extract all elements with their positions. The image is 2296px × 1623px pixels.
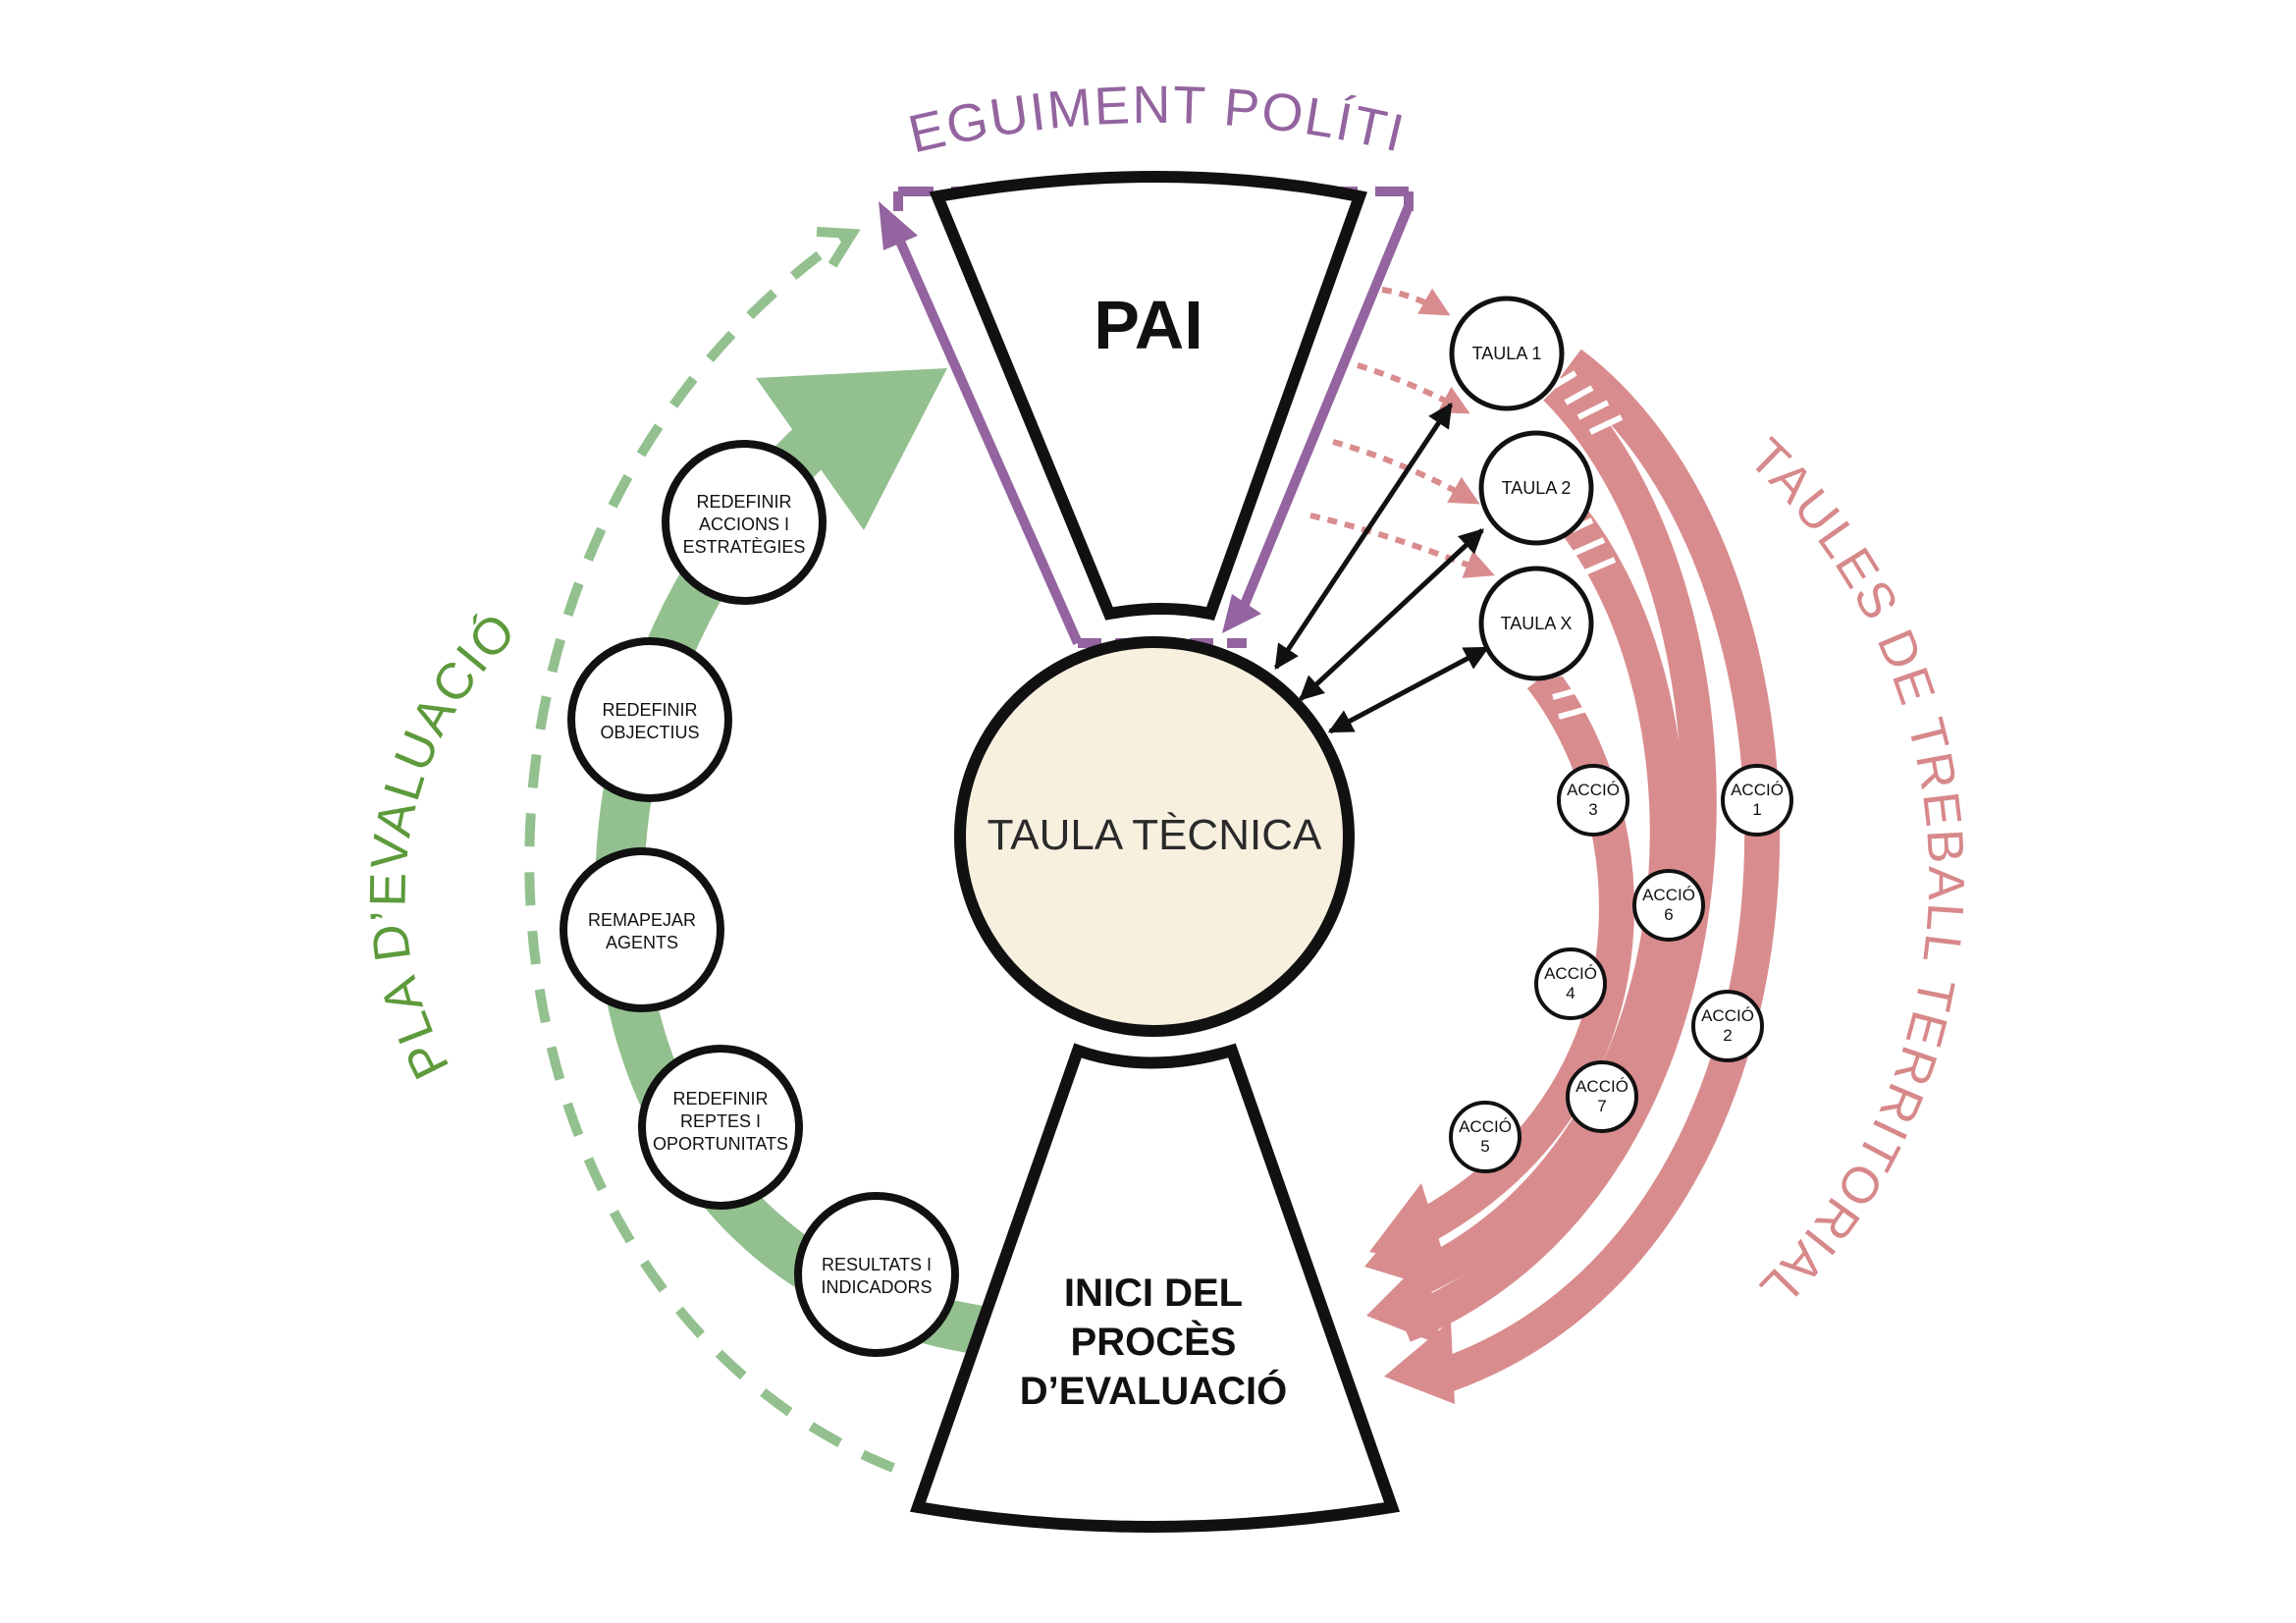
taula-tecnica-title: TAULA TÈCNICA bbox=[988, 811, 1322, 859]
accio-1-word: ACCIÓ bbox=[1731, 781, 1784, 799]
accio-7-word: ACCIÓ bbox=[1575, 1077, 1629, 1096]
accio-node: ACCIÓ 5 bbox=[1449, 1101, 1522, 1173]
taula-x-label: TAULA X bbox=[1501, 614, 1573, 633]
table-links bbox=[1273, 402, 1490, 734]
evaluation-step: RESULTATS I INDICADORS bbox=[794, 1192, 959, 1357]
evaluation-step: REDEFINIR OBJECTIUS bbox=[567, 637, 732, 802]
step-3-line-2: AGENTS bbox=[606, 933, 678, 952]
taula-node: TAULA 1 bbox=[1449, 296, 1565, 411]
accio-3-word: ACCIÓ bbox=[1567, 781, 1620, 799]
seguiment-politic-label: SEGUIMENT POLÍTIC bbox=[0, 0, 1411, 164]
taula-node: TAULA X bbox=[1478, 566, 1594, 681]
taula-node: TAULA 2 bbox=[1478, 430, 1594, 546]
accio-node: ACCIÓ 2 bbox=[1691, 990, 1764, 1062]
step-1-line-1: REDEFINIR bbox=[696, 492, 791, 512]
step-2-line-2: OBJECTIUS bbox=[600, 723, 699, 742]
inici-line-3: D’EVALUACIÓ bbox=[1020, 1368, 1288, 1413]
step-4-line-3: OPORTUNITATS bbox=[653, 1134, 788, 1154]
accio-node: ACCIÓ 4 bbox=[1534, 947, 1607, 1020]
taula-1-label: TAULA 1 bbox=[1472, 344, 1542, 363]
accio-node: ACCIÓ 7 bbox=[1566, 1060, 1638, 1133]
inici-line-2: PROCÈS bbox=[1071, 1320, 1237, 1364]
accio-2-num: 2 bbox=[1723, 1026, 1732, 1045]
evaluation-step: REDEFINIR REPTES I OPORTUNITATS bbox=[638, 1045, 803, 1210]
accio-7-num: 7 bbox=[1597, 1097, 1606, 1115]
step-4-line-2: REPTES I bbox=[680, 1111, 761, 1131]
step-1-line-3: ESTRATÈGIES bbox=[683, 537, 806, 557]
accio-3-num: 3 bbox=[1588, 800, 1597, 819]
inici-funnel bbox=[909, 1043, 1401, 1533]
evaluation-step: REMAPEJAR AGENTS bbox=[560, 847, 724, 1012]
step-4-line-1: REDEFINIR bbox=[672, 1089, 768, 1109]
accio-4-word: ACCIÓ bbox=[1544, 964, 1597, 983]
accio-6-num: 6 bbox=[1664, 905, 1673, 924]
green-dashed-loop bbox=[524, 231, 895, 1473]
accio-5-word: ACCIÓ bbox=[1459, 1117, 1512, 1136]
pai-funnel bbox=[929, 171, 1367, 621]
accio-5-num: 5 bbox=[1480, 1137, 1489, 1156]
step-5-line-2: INDICADORS bbox=[821, 1277, 932, 1297]
pai-title: PAI bbox=[1094, 287, 1203, 363]
accio-node: ACCIÓ 1 bbox=[1721, 764, 1793, 837]
accio-4-num: 4 bbox=[1566, 984, 1575, 1002]
green-cycle-arrowhead bbox=[756, 368, 947, 530]
step-2-line-1: REDEFINIR bbox=[602, 700, 697, 720]
accio-1-num: 1 bbox=[1752, 800, 1761, 819]
taula-tecnica-circle bbox=[954, 636, 1355, 1037]
pla-evaluacio-label: PLA D’EVALUACIÓ bbox=[360, 601, 528, 1087]
evaluation-step: REDEFINIR ACCIONS I ESTRATÈGIES bbox=[662, 440, 827, 605]
step-1-line-2: ACCIONS I bbox=[699, 514, 789, 534]
accio-node: ACCIÓ 6 bbox=[1632, 869, 1705, 942]
accio-node: ACCIÓ 3 bbox=[1557, 764, 1629, 837]
step-5-line-1: RESULTATS I bbox=[822, 1255, 932, 1274]
green-dashed-arrowhead bbox=[816, 227, 861, 268]
accio-2-word: ACCIÓ bbox=[1701, 1006, 1754, 1025]
inici-line-1: INICI DEL bbox=[1064, 1271, 1243, 1315]
step-3-line-1: REMAPEJAR bbox=[588, 910, 696, 930]
taula-2-label: TAULA 2 bbox=[1502, 478, 1572, 498]
accio-6-word: ACCIÓ bbox=[1642, 886, 1695, 904]
